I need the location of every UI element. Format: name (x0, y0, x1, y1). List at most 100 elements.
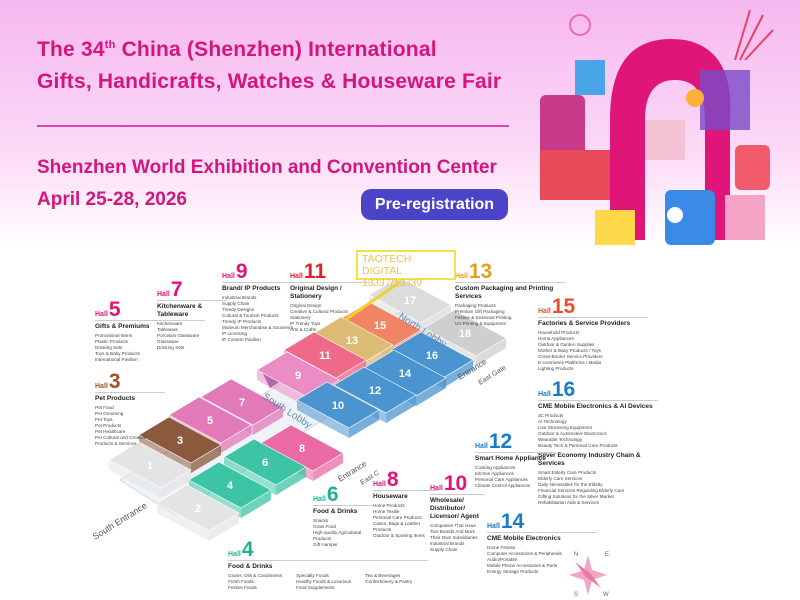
hall-item: UV Printing & Equipment (455, 321, 506, 326)
hall-title: Original Design / Stationery (290, 285, 342, 300)
hall-number: 3 (108, 370, 121, 393)
hall-item: Personal Care Products (373, 515, 422, 520)
hall-block-number: 11 (319, 350, 331, 362)
hall-item: Stationery (290, 315, 311, 320)
divider (37, 125, 509, 127)
hall-block-number: 6 (262, 457, 268, 469)
hall-block-number: 13 (346, 335, 358, 347)
compass-w: W (603, 592, 609, 598)
dates: April 25-28, 2026 (37, 189, 187, 210)
hall-block-number: 16 (426, 350, 438, 362)
hall-item: AI Technology (538, 419, 567, 424)
hall-item: Personal Care Appliances (475, 477, 528, 482)
hall-block-1[interactable]: 1 (108, 441, 192, 498)
hall-block-number: 9 (295, 370, 301, 382)
hall-item: Pet Food (95, 405, 114, 410)
hall-item: Pet Healthcare (95, 429, 126, 434)
hall-number: 16 (551, 378, 576, 401)
hall-item: Rehabilitation Aids & Services (538, 500, 600, 505)
hall-item: Their Own Subsidiaries (430, 535, 478, 540)
hall-item: Cultural & Tourism Products (222, 313, 279, 318)
hall-number: 4 (241, 538, 254, 561)
hall-number: 15 (551, 295, 576, 318)
hall-item: Outdoor & Automotive Electronics (538, 431, 607, 436)
hall-item: Smart Elderly Care Products (538, 470, 597, 475)
hall-title: Custom Packaging and Printing Services (455, 285, 554, 300)
hall-title: CME Mobile Electronics (487, 535, 561, 542)
hall-item: Household Products (538, 330, 580, 335)
hall-item: Kitchenware (157, 321, 183, 326)
hall-item: Tea & Beverages (365, 573, 401, 578)
hall-title: Kitchenware & Tableware (157, 303, 203, 318)
hall-item: Grains, Oils & Condiments (228, 573, 283, 578)
hall-word: Hall (222, 273, 235, 280)
hall-item: Promotional Items (95, 333, 133, 338)
hall-item: Daily Necessities for the Elderly (538, 482, 603, 487)
hall-title: Houseware (373, 493, 408, 500)
hall-block-number: 17 (404, 295, 416, 307)
hall-item: Festive & Seasonal Printing (455, 315, 512, 320)
hall-item: E-commerce Platforms / Media (538, 360, 602, 365)
hall-item: Outdoor & Sporting Items (373, 533, 425, 538)
hall-item: Museum Merchandise & Souvenirs (222, 325, 294, 330)
fair-title-line2: Gifts, Handicrafts, Watches & Houseware … (37, 70, 502, 93)
hall-title: Factories & Service Providers (538, 320, 631, 327)
hall-item: Kitchen Appliances (475, 471, 514, 476)
venue: Shenzhen World Exhibition and Convention… (37, 157, 497, 178)
hall-item: Snacks (313, 518, 329, 523)
hall-item: Pet Grooming (95, 411, 124, 416)
hall-subtitle: Silver Economy Industry Chain & Services (538, 452, 641, 467)
hall-block-number: 12 (369, 385, 381, 397)
hall-item: IP Trendy Toys (290, 321, 321, 326)
hall-word: Hall (95, 383, 108, 390)
hall-block-2[interactable]: 2 (156, 484, 240, 541)
hall-item: Mobile Phone Accessories & Parts (487, 563, 558, 568)
hall-item: Home Appliances (538, 336, 574, 341)
hall-title: Brand/ IP Products (222, 285, 281, 292)
hall-title: Gifts & Premiums (95, 323, 150, 330)
hall-word: Hall (487, 523, 500, 530)
south-entrance-label: South Entrance (91, 500, 149, 541)
hall-block-10[interactable]: 10 (296, 381, 380, 438)
hall-word: Hall (538, 391, 551, 398)
hall-item: 3C Products (538, 413, 564, 418)
pre-registration-button[interactable]: Pre-registration (361, 189, 508, 220)
hall-number: 5 (108, 298, 121, 321)
hall-item: Original Design (290, 303, 322, 308)
hall-number: 6 (326, 483, 339, 506)
hall-block-number: 14 (399, 368, 412, 380)
hall-item: Outdoor & Garden Supplies (538, 342, 595, 347)
hall-item: Beauty Tech & Personal Care Products (538, 443, 618, 448)
hall-item: Specialty Foods (296, 573, 329, 578)
hall-block-number: 15 (374, 320, 386, 332)
hall-item: Financial Services Regarding Elderly Car… (538, 488, 625, 493)
hall-block-number: 2 (195, 503, 201, 515)
hall-item: International Pavilion (95, 357, 138, 362)
hall-item: Tableware (157, 327, 178, 332)
hall-item: Fresh Foods (228, 579, 254, 584)
compass-e: E (605, 552, 609, 558)
hall-item: Trendy IP Products (222, 319, 262, 324)
hall-item: Supply Chain (222, 301, 250, 306)
hall-item: Energy Storage Products (487, 569, 539, 574)
hall-item: Gift Hamper (313, 542, 338, 547)
hall-number: 7 (170, 278, 183, 301)
hall-item: IP Licensing (222, 331, 247, 336)
hall-word: Hall (228, 551, 241, 558)
hall-block-number: 3 (177, 435, 183, 447)
hall-number: 14 (500, 510, 525, 533)
hall-number: 8 (386, 468, 399, 491)
hall-item: Lighting Products (538, 366, 574, 371)
hall-title: Smart Home Appliance (475, 455, 546, 462)
callout-arrow (344, 280, 401, 322)
hall-number: 10 (443, 472, 468, 495)
hall-title: Wholesale/ Distributor/ Licensor/ Agent (430, 497, 479, 520)
